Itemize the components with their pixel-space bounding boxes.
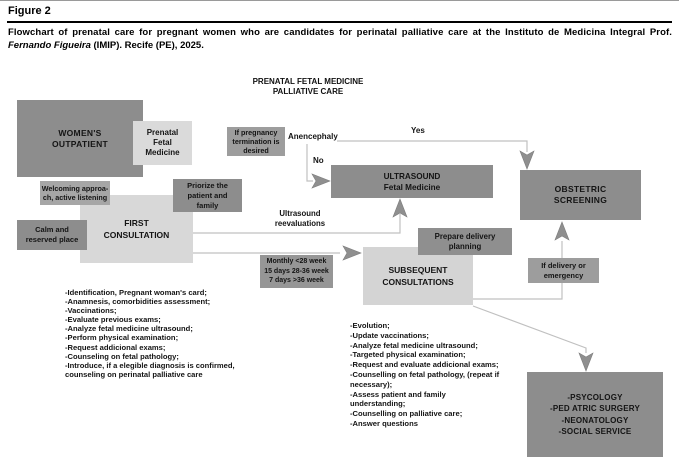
caption-rest: (IMIP). Recife (PE), 2025.: [90, 40, 204, 51]
line-no: [306, 144, 313, 182]
caption-institution-italic: Fernando Figueira: [8, 40, 91, 51]
arrow-up-ultrasound-icon: [392, 198, 408, 218]
arrow-right-subsequent-icon: [342, 245, 362, 261]
figure-caption-line1: Flowchart of prenatal care for pregnant …: [8, 27, 672, 38]
prepare-delivery-planning-box: Prepare delivery planning: [418, 228, 512, 255]
prenatal-fetal-medicine-box: Prenatal Fetal Medicine: [133, 121, 192, 165]
womens-outpatient-box: WOMEN'S OUTPATIENT: [17, 100, 143, 177]
if-delivery-emergency-box: If delivery or emergency: [528, 258, 599, 283]
no-label: No: [313, 156, 324, 165]
arrow-right-ultrasound-icon: [311, 173, 331, 189]
support-services-box: -PSYCOLOGY -PED ATRIC SURGERY -NEONATOLO…: [527, 372, 663, 457]
ultrasound-reevaluations-label: Ultrasound reevaluations: [274, 209, 326, 228]
calm-reserved-place-box: Calm and reserved place: [17, 220, 87, 250]
line-yes: [337, 140, 528, 152]
arrow-down-obstetric-icon: [519, 150, 535, 170]
figure-label: Figure 2: [8, 5, 51, 17]
first-consultation-checklist: -Identification, Pregnant woman's card; …: [65, 288, 235, 379]
header-rule: [7, 21, 672, 23]
figure-caption-line2: Fernando Figueira (IMIP). Recife (PE), 2…: [8, 40, 672, 51]
ultrasound-fetal-medicine-box: ULTRASOUND Fetal Medicine: [331, 165, 493, 198]
line-to-services: [472, 305, 587, 353]
arrow-down-services-icon: [578, 352, 594, 372]
anencephaly-label: Anencephaly: [288, 132, 338, 141]
subsequent-consultations-box: SUBSEQUENT CONSULTATIONS: [363, 247, 473, 305]
arrow-up-obstetric-icon: [554, 221, 570, 241]
yes-label: Yes: [411, 126, 425, 135]
subsequent-consultation-checklist: -Evolution; -Update vaccinations; -Analy…: [350, 321, 500, 428]
if-pregnancy-termination-box: If pregnancy termination is desired: [227, 127, 285, 156]
diagram-title: PRENATAL FETAL MEDICINE PALLIATIVE CARE: [252, 77, 364, 96]
top-border-line: [0, 0, 679, 1]
obstetric-screening-box: OBSTETRIC SCREENING: [520, 170, 641, 220]
priorize-patient-family-box: Priorize the patient and family: [173, 179, 242, 212]
visit-frequency-box: Monthly <28 week 15 days 28-36 week 7 da…: [260, 255, 333, 288]
line-ultrasound-reevaluation: [193, 214, 401, 234]
welcoming-approach-box: Welcoming approa- ch, active listening: [40, 181, 110, 205]
